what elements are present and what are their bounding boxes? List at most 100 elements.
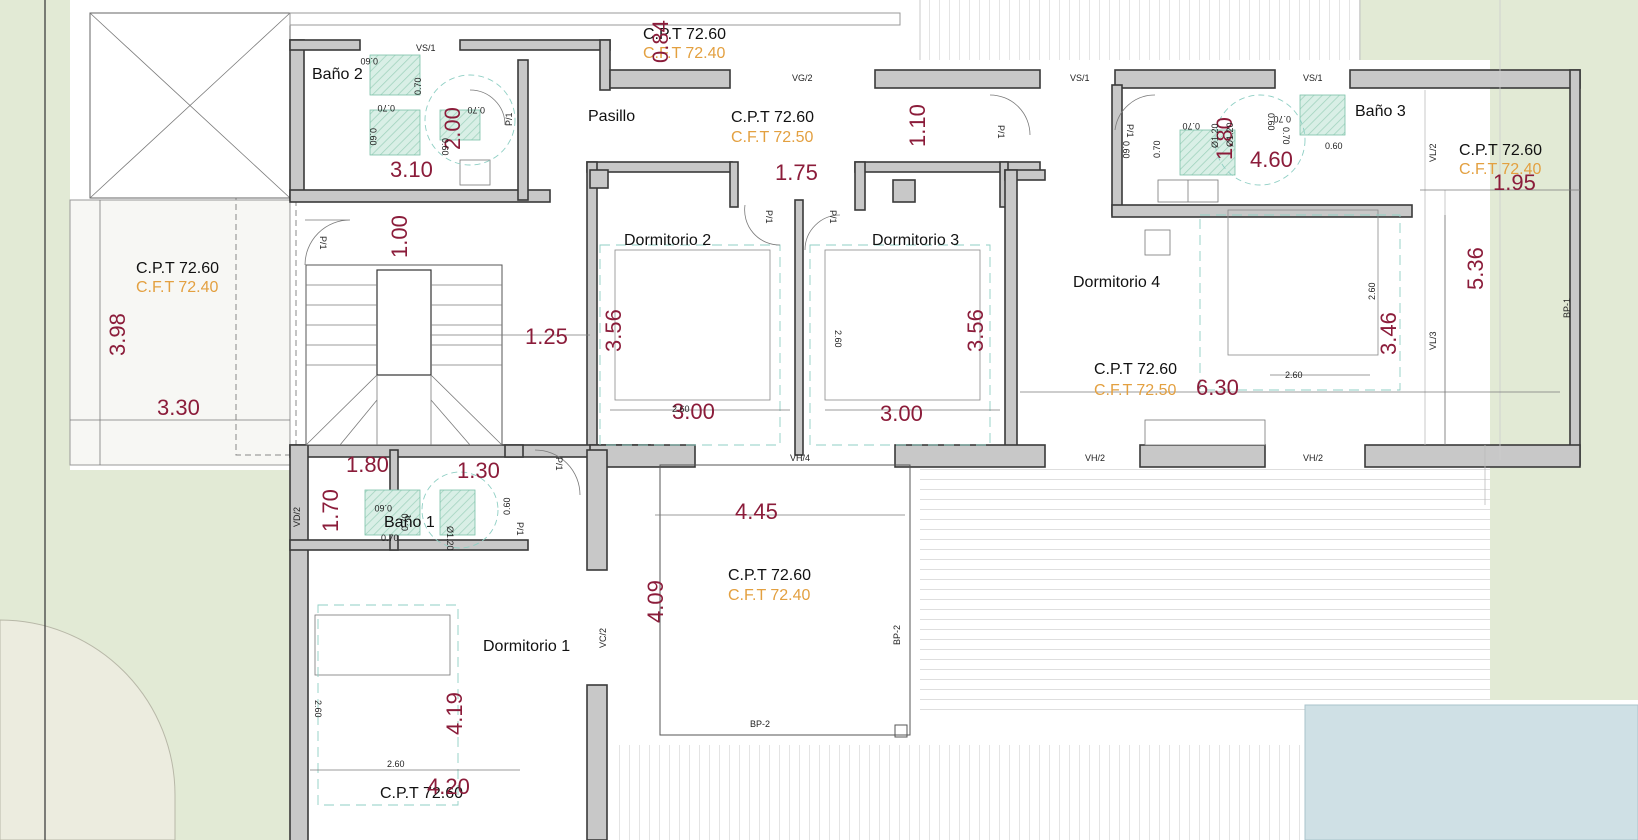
- level-cft-pasillo: C.F.T 72.50: [731, 129, 814, 146]
- tag-p1-bano1: P/1: [515, 522, 525, 536]
- room-label-dormitorio4: Dormitorio 4: [1073, 274, 1160, 291]
- small-dim-070-a: 0.70: [377, 103, 395, 113]
- level-cft-left: C.F.T 72.40: [136, 279, 219, 296]
- tag-bp2-side: BP-2: [892, 625, 902, 645]
- small-dim-060-d: 0.60: [1266, 113, 1276, 131]
- small-dim-260-dormitorio1: 2.60: [387, 759, 405, 769]
- fixture-dimensions: 0.60 0.70 0.70 0.60 0.70 0.60 Ø1.20 0.70…: [313, 56, 1377, 769]
- tag-vl2: VL/2: [1428, 143, 1438, 162]
- dim-356-dormitorio3: 3.56: [963, 309, 988, 352]
- dim-110: 1.10: [905, 104, 930, 147]
- pool: [1304, 704, 1638, 840]
- room-label-bano2: Baño 2: [312, 66, 363, 83]
- level-cpt-bottom: C.P.T 72.60: [380, 785, 463, 802]
- tag-vh2-b: VH/2: [1303, 453, 1323, 463]
- dim-125: 1.25: [525, 324, 568, 349]
- dim-130: 1.30: [457, 458, 500, 483]
- small-dim-260-dormitorio1-vertical: 2.60: [313, 700, 323, 718]
- room-label-dormitorio3: Dormitorio 3: [872, 232, 959, 249]
- tag-bp1: BP-1: [1562, 298, 1572, 318]
- small-dim-120-b: Ø1.20: [1225, 122, 1235, 147]
- deck-top: [920, 0, 1360, 60]
- dim-536: 5.36: [1463, 247, 1488, 290]
- tag-p1-dormitorio4: P/1: [1125, 124, 1135, 138]
- dimension-lines: [70, 189, 1580, 771]
- dim-180-bano1: 1.80: [346, 452, 389, 477]
- room-label-bano1: Baño 1: [384, 514, 435, 531]
- tag-vs1-bano2: VS/1: [416, 43, 436, 53]
- tag-vl3: VL/3: [1428, 331, 1438, 350]
- dim-170: 1.70: [318, 489, 343, 532]
- room-label-pasillo: Pasillo: [588, 108, 635, 125]
- small-dim-070-e: 0.70: [1273, 114, 1291, 124]
- dim-346: 3.46: [1376, 312, 1401, 355]
- dim-398: 3.98: [105, 313, 130, 356]
- small-dim-060-a: 0.60: [360, 56, 378, 66]
- deck-bottom: [610, 745, 1310, 840]
- small-dim-070-b: 0.70: [413, 77, 423, 95]
- tag-p1-pasillo: P/1: [996, 125, 1006, 139]
- dim-100: 1.00: [387, 215, 412, 258]
- level-cpt-dormitorio4: C.P.T 72.60: [1094, 361, 1177, 378]
- element-tags: VS/1 VG/2 VS/1 VS/1 VH/4 VH/2 VH/2 VL/2 …: [292, 43, 1572, 729]
- small-dim-060-h: 0.60: [502, 497, 512, 515]
- dim-084: 0.84: [648, 20, 673, 63]
- room-label-dormitorio1: Dormitorio 1: [483, 638, 570, 655]
- round-planter: [0, 619, 176, 840]
- small-dim-070-d: 0.70: [1182, 121, 1200, 131]
- level-cpt-right: C.P.T 72.60: [1459, 142, 1542, 159]
- door-swings: [304, 89, 1156, 496]
- dim-630: 6.30: [1196, 375, 1239, 400]
- tag-vs1-bano3: VS/1: [1303, 73, 1323, 83]
- dim-180-bano3: 1.80: [1212, 117, 1237, 160]
- tag-vs1-pasillo: VS/1: [1070, 73, 1090, 83]
- lawn-right-top: [1360, 0, 1638, 60]
- room-label-bano3: Baño 3: [1355, 103, 1406, 120]
- tag-p1-dormitorio1: P/1: [554, 457, 564, 471]
- tag-bp2-bottom: BP-2: [750, 719, 770, 729]
- level-cpt-terrace: C.P.T 72.60: [728, 567, 811, 584]
- dim-330: 3.30: [157, 395, 200, 420]
- lawn-left: [0, 0, 290, 840]
- left-terrace: [69, 12, 901, 466]
- dim-310: 3.10: [390, 157, 433, 182]
- small-dim-070-h: 0.70: [381, 533, 399, 543]
- level-cpt-top: C.P.T 72.60: [643, 26, 726, 43]
- small-dim-060-c: 0.60: [440, 138, 450, 156]
- dim-300-dormitorio3: 3.00: [880, 401, 923, 426]
- tag-vh2-a: VH/2: [1085, 453, 1105, 463]
- dim-200: 2.00: [440, 107, 465, 150]
- small-dim-060-b: 0.60: [368, 128, 378, 146]
- dim-300-dormitorio2: 3.00: [672, 399, 715, 424]
- walls: [289, 39, 1581, 840]
- small-dim-260-dormitorio2: 2.60: [672, 404, 690, 414]
- dim-419: 4.19: [442, 692, 467, 735]
- stairs: [305, 264, 503, 446]
- small-dim-070-f: 0.70: [1281, 127, 1291, 145]
- small-dim-060-g: 0.60: [374, 503, 392, 513]
- dim-356-dormitorio2: 3.56: [601, 309, 626, 352]
- dim-445: 4.45: [735, 499, 778, 524]
- tag-p1-dormitorio3: P/1: [828, 210, 838, 224]
- small-dim-060-f: 0.60: [1121, 141, 1131, 159]
- tag-vg2: VG/2: [792, 73, 813, 83]
- dim-175: 1.75: [775, 160, 818, 185]
- small-dim-260-dormitorio4: 2.60: [1285, 370, 1303, 380]
- level-cft-dormitorio4: C.F.T 72.50: [1094, 382, 1177, 399]
- small-dim-070-g: 0.70: [1152, 140, 1162, 158]
- small-dim-070-i: 0.70: [400, 513, 410, 531]
- dim-195: 1.95: [1493, 170, 1536, 195]
- small-dim-070-c: 0.70: [467, 105, 485, 115]
- room-label-dormitorio2: Dormitorio 2: [624, 232, 711, 249]
- tag-p1-dormitorio2: P/1: [764, 210, 774, 224]
- level-cft-terrace: C.F.T 72.40: [728, 587, 811, 604]
- dim-460: 4.60: [1250, 147, 1293, 172]
- tag-p1-stair: P/1: [318, 236, 328, 250]
- small-dim-120-c: Ø1.20: [445, 526, 455, 551]
- furniture: [314, 0, 1501, 806]
- dimension-labels: 0.84 2.00 3.10 1.10 1.75 1.00 3.98 3.30 …: [105, 20, 1536, 799]
- small-dim-260-dormitorio4-vertical: 2.60: [1367, 282, 1377, 300]
